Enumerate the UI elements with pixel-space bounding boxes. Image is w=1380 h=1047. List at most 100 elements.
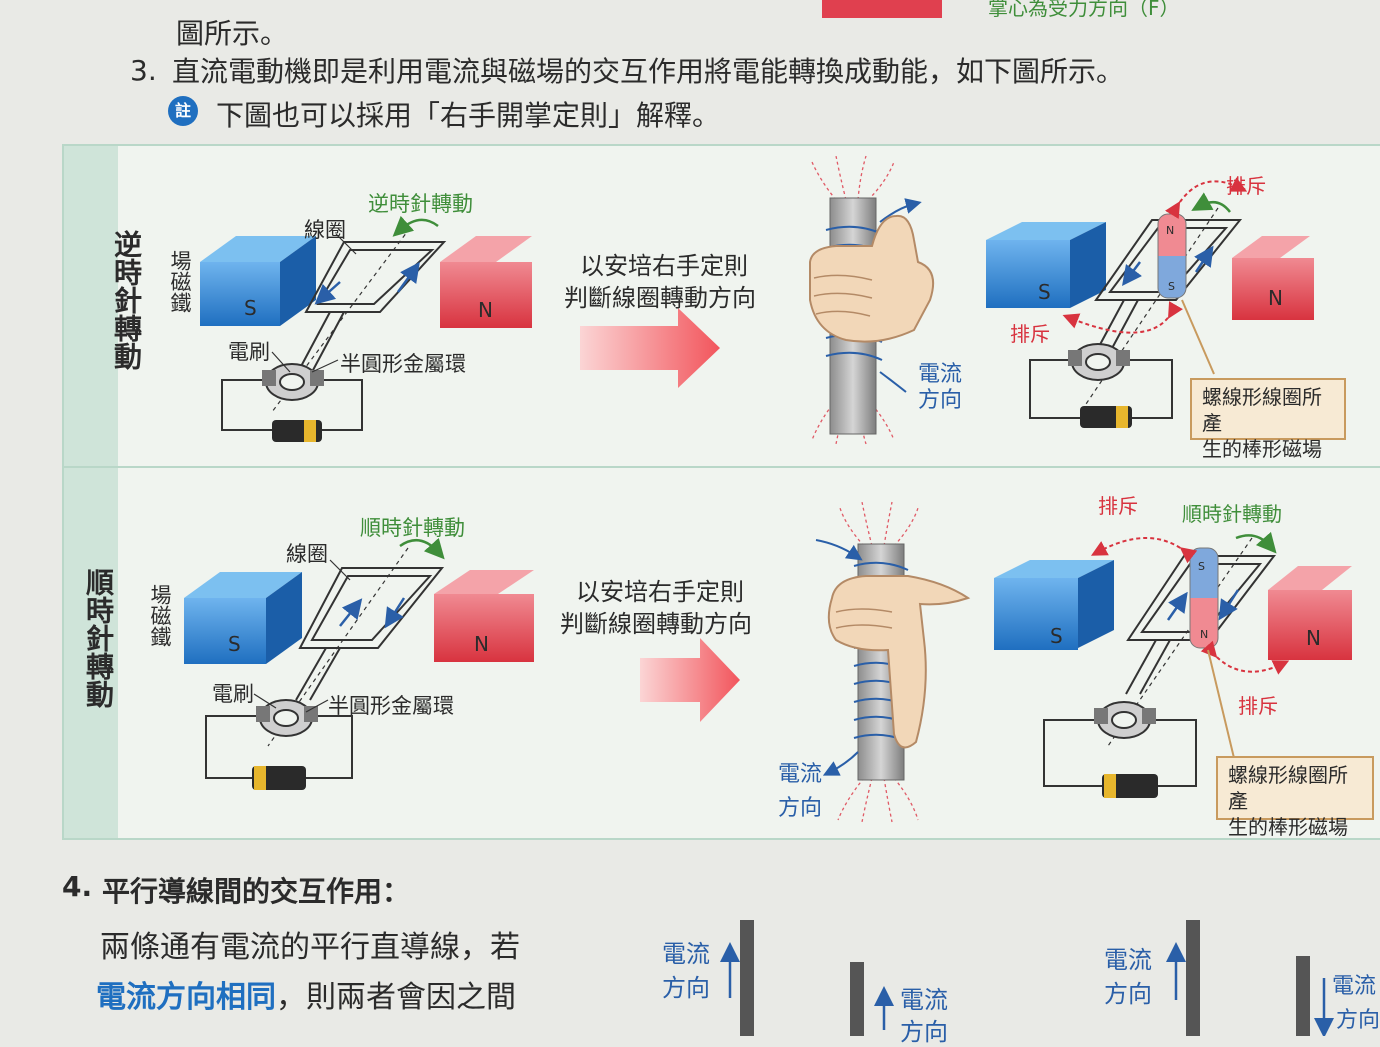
item4-line2: 電流方向相同，則兩者會因之間	[96, 972, 516, 1016]
big-arrow-cw	[640, 638, 740, 722]
parallel-wires	[720, 920, 1334, 1036]
top-magnet-fragment	[822, 0, 942, 18]
rule-line2-ccw: 判斷線圈轉動方向	[564, 284, 756, 312]
rotation-label-cw: 順時針轉動	[360, 516, 465, 540]
item3-text: 直流電動機即是利用電流與磁場的交互作用將電能轉換成動能，如下圖所示。	[172, 55, 1125, 88]
magnet-s-ccw	[200, 236, 316, 326]
n-label-cw-right: N	[1306, 626, 1321, 650]
circuit-cw	[205, 715, 353, 779]
magnet-n-ccw-right	[1232, 236, 1314, 320]
magnet-s-cw	[184, 572, 302, 664]
current-line2-ccw: 方向	[918, 388, 963, 413]
repel-top-cw: 排斥	[1098, 494, 1138, 518]
wire-label-2-line2: 方向	[900, 1018, 948, 1046]
wire-label-3-line2: 方向	[1104, 980, 1152, 1008]
coil-label-cw: 線圈	[286, 542, 328, 566]
s-label-ccw: S	[244, 296, 257, 320]
repel-arrows-cw	[1090, 537, 1290, 675]
current-line1-cw: 電流	[778, 762, 823, 787]
wire-label-4-line1: 電流	[1332, 974, 1377, 999]
magnet-s-cw-right	[994, 560, 1114, 650]
current-line2-cw: 方向	[778, 796, 823, 821]
wire-label-4-line2: 方向	[1336, 1008, 1380, 1033]
n-label-ccw: N	[478, 298, 493, 322]
rotation-arrow-ccw-right	[1191, 192, 1231, 213]
magnet-s-ccw-right	[986, 222, 1106, 308]
battery-cw-right	[1102, 774, 1158, 798]
circuit-ccw-right	[1029, 359, 1173, 419]
top-right-fragment: 掌心為受力方向（F）	[988, 0, 1180, 20]
commutator-cw	[256, 699, 318, 737]
battery-ccw	[272, 420, 322, 442]
solenoid-cw	[815, 501, 971, 823]
panel-divider	[62, 466, 1380, 468]
wire-label-1-line1: 電流	[662, 940, 710, 968]
item3-number: 3.	[130, 54, 157, 87]
bar-n-ccw: N	[1166, 224, 1175, 237]
brush-label-ccw: 電刷	[228, 340, 270, 364]
callout-cw: 螺線形線圈所產 生的棒形磁場	[1216, 756, 1374, 839]
item4-highlight: 電流方向相同	[96, 980, 276, 1015]
circuit-cw-right	[1043, 719, 1197, 787]
rule-line1-ccw: 以安培右手定則	[580, 252, 748, 280]
commutator-ccw	[262, 363, 324, 401]
s-label-cw-right: S	[1050, 624, 1063, 648]
rotation-label-ccw: 逆時針轉動	[368, 192, 473, 216]
brush-label-cw: 電刷	[212, 682, 254, 706]
item4-line1: 兩條通有電流的平行直導線，若	[100, 930, 520, 965]
current-line1-ccw: 電流	[918, 362, 963, 387]
magnet-label-ccw: 場磁鐵	[168, 250, 192, 313]
leader-lines-ccw	[271, 233, 357, 373]
callout-line2-cw: 生的棒形磁場	[1228, 815, 1348, 839]
circuit-ccw	[221, 379, 363, 431]
rule-line1-cw: 以安培右手定則	[576, 578, 744, 606]
bar-n-cw: N	[1200, 628, 1209, 641]
rotation-arrow-cw-right	[1235, 531, 1277, 554]
coil-loop-ccw	[271, 227, 447, 413]
ring-label-ccw: 半圓形金屬環	[340, 352, 466, 376]
big-arrow-ccw	[580, 308, 720, 388]
s-label-ccw-right: S	[1038, 280, 1051, 304]
callout-line1-cw: 螺線形線圈所產	[1228, 763, 1348, 813]
callout-line2-ccw: 生的棒形磁場	[1202, 437, 1322, 461]
rule-line2-cw: 判斷線圈轉動方向	[560, 610, 752, 638]
rotation-arrow-ccw	[392, 215, 439, 237]
commutator-cw-right	[1094, 701, 1156, 739]
magnet-n-cw	[434, 570, 534, 662]
rotation-arrow-cw	[399, 537, 445, 560]
wire-label-2-line1: 電流	[900, 986, 948, 1014]
solenoid-ccw	[809, 155, 934, 445]
repel-bottom-ccw: 排斥	[1010, 322, 1050, 346]
callout-pointer-ccw	[1181, 299, 1215, 375]
callout-ccw: 螺線形線圈所產 生的棒形磁場	[1190, 378, 1346, 461]
bar-s-ccw: S	[1168, 280, 1175, 293]
item4-line2-rest: ，則兩者會因之間	[276, 980, 516, 1015]
side-column-ccw	[64, 146, 118, 466]
battery-cw	[252, 766, 306, 790]
bar-s-cw: S	[1198, 560, 1205, 573]
rotation-label-cw-right: 順時針轉動	[1182, 502, 1282, 526]
leader-lines-cw	[253, 559, 351, 713]
coil-label-ccw: 線圈	[304, 218, 346, 242]
side-label-ccw: 逆時針轉動	[110, 230, 143, 370]
commutator-ccw-right	[1068, 343, 1130, 381]
n-label-cw: N	[474, 632, 489, 656]
side-label-cw: 順時針轉動	[82, 568, 115, 708]
item4-number: 4.	[62, 870, 93, 903]
top-fragment-text: 圖所示。	[176, 17, 289, 50]
s-label-cw: S	[228, 632, 241, 656]
repel-bottom-cw: 排斥	[1238, 694, 1278, 718]
battery-ccw-right	[1080, 406, 1132, 428]
ring-label-cw: 半圓形金屬環	[328, 694, 454, 718]
callout-pointer-cw	[1207, 649, 1235, 759]
repel-top-ccw: 排斥	[1226, 174, 1266, 198]
callout-line1-ccw: 螺線形線圈所產	[1202, 385, 1322, 435]
wire-label-3-line1: 電流	[1104, 946, 1152, 974]
wire-label-1-line2: 方向	[662, 974, 710, 1002]
magnet-label-cw: 場磁鐵	[148, 584, 172, 647]
repel-arrows-ccw	[1062, 177, 1248, 334]
note-badge: 註	[168, 96, 198, 126]
side-column-cw	[64, 468, 118, 838]
magnet-n-ccw	[440, 236, 532, 328]
